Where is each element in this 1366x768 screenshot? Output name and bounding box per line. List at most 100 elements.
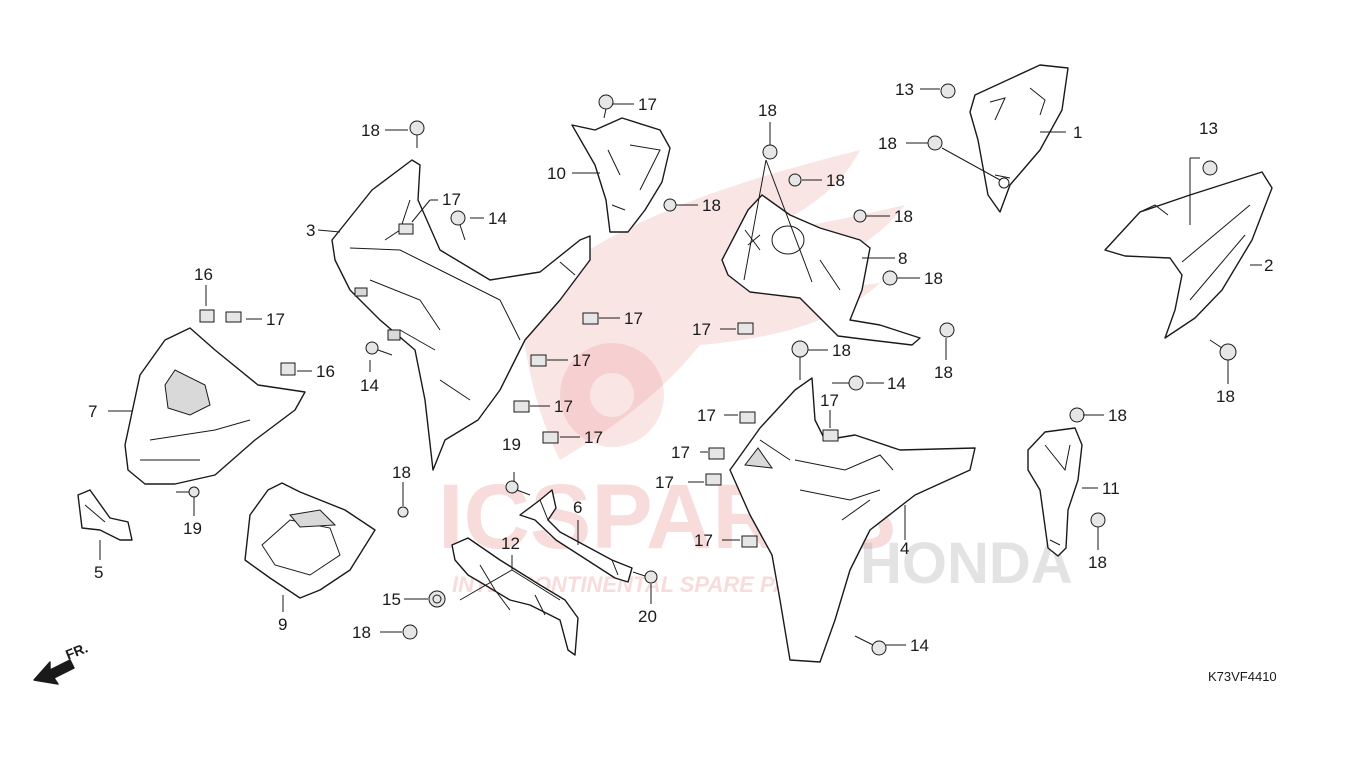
- clip-17-front: [225, 311, 242, 323]
- front-direction-label: FR.: [63, 639, 90, 662]
- callout-20-upper: 19: [502, 435, 521, 454]
- part-11-side-cover: [1027, 427, 1083, 557]
- clip-17-cowl-d: [705, 473, 722, 486]
- clip-17-mid-c: [513, 400, 530, 413]
- watermark-brand: HONDA: [860, 531, 1073, 596]
- bolt-18-bracket-side: [663, 198, 677, 212]
- callout-14-cowl-lower: 14: [910, 636, 929, 655]
- part-12-lower-bracket: [451, 537, 579, 656]
- clip-17-cowl-e: [741, 535, 758, 548]
- bolt-18-panel-d: [882, 270, 898, 286]
- callout-17-cowl-e: 17: [694, 531, 713, 550]
- callout-18-panel-b: 18: [826, 171, 845, 190]
- front-direction-arrow: FR.: [33, 639, 90, 685]
- screw-14-upper: [450, 210, 466, 241]
- callout-18-panel-d: 18: [924, 269, 943, 288]
- clip-16-upper: [199, 309, 215, 323]
- callout-18-bracket-top: 17: [638, 95, 657, 114]
- watermark-gear: [560, 343, 664, 447]
- callout-17-mid-d: 17: [584, 428, 603, 447]
- clip-17-mid-a: [582, 312, 599, 325]
- callout-1: 1: [1073, 123, 1082, 142]
- callout-18-cover1: 18: [878, 134, 897, 153]
- bolt-18-top-left: [409, 120, 425, 148]
- bolt-18-panel-b: [788, 173, 802, 187]
- callout-7: 7: [88, 402, 97, 421]
- part-5-garnish: [77, 489, 133, 541]
- callout-18-panel-e: 18: [934, 363, 953, 382]
- fasteners: [176, 83, 1237, 656]
- callout-20-lower: 20: [638, 607, 657, 626]
- callout-18-panel-a: 18: [758, 101, 777, 120]
- callout-14-cowl: 14: [887, 374, 906, 393]
- callout-17-cowl-c: 17: [671, 443, 690, 462]
- callout-10: 10: [547, 164, 566, 183]
- clip-17-mid-d: [542, 431, 559, 444]
- callout-4: 4: [900, 539, 909, 558]
- screw-14-cowl: [832, 375, 864, 391]
- screw-20-upper: [505, 480, 531, 496]
- bolt-18-side-cover: [1209, 339, 1237, 361]
- clip-17-cowl-b: [822, 429, 839, 442]
- callout-18-cowl-top: 18: [832, 341, 851, 360]
- callout-15: 15: [382, 590, 401, 609]
- part-3-middle-cowl: [331, 159, 591, 471]
- bolt-18-panel-c: [853, 209, 867, 223]
- callout-19-front: 19: [183, 519, 202, 538]
- callout-8: 8: [898, 249, 907, 268]
- callout-19-lower: 18: [392, 463, 411, 482]
- bolt-18-lower: [402, 624, 418, 640]
- screw-19-lower: [397, 506, 409, 518]
- part-7-front-cover: [124, 327, 306, 485]
- clip-17-cowl-c: [708, 447, 725, 460]
- screw-20-lower: [632, 570, 658, 584]
- callout-18-side-cover: 18: [1216, 387, 1235, 406]
- clip-17-panel: [737, 322, 754, 335]
- part-4-under-cowl: [729, 377, 976, 663]
- callout-18-bracket-side: 18: [702, 196, 721, 215]
- callout-17-mid-a: 17: [624, 309, 643, 328]
- callout-2: 2: [1264, 256, 1273, 275]
- callout-17-mid-c: 17: [554, 397, 573, 416]
- diagram-code: K73VF4410: [1208, 669, 1277, 684]
- screw-19-front: [176, 486, 200, 498]
- bolt-18-cover11-bottom: [1090, 512, 1106, 528]
- bolt-18-cover11-top: [1069, 407, 1085, 423]
- callout-9: 9: [278, 615, 287, 634]
- callout-16-upper: 16: [194, 265, 213, 284]
- part-10-bracket: [571, 117, 671, 233]
- clip-17-mid-b: [530, 354, 547, 367]
- callout-17-cowl-a: 17: [697, 406, 716, 425]
- callout-13-right: 13: [1199, 119, 1218, 138]
- callout-18-cover11-bottom: 18: [1088, 553, 1107, 572]
- callout-18-top-left: 18: [361, 121, 380, 140]
- callout-18-panel-c: 18: [894, 207, 913, 226]
- bolt-15: [428, 590, 446, 608]
- bolt-18-cowl-top: [791, 340, 809, 380]
- callout-labels: 1 2 3 4 5 6 7 8 9 10 11 12 13 13 14 14 1…: [88, 80, 1273, 655]
- callout-14-upper: 14: [488, 209, 507, 228]
- callout-17-upper-left: 17: [442, 190, 461, 209]
- part-1-inner-cover: [969, 64, 1069, 213]
- callout-6: 6: [573, 498, 582, 517]
- callout-14-left: 14: [360, 376, 379, 395]
- callout-17-cowl-d: 17: [655, 473, 674, 492]
- callout-18-lower: 18: [352, 623, 371, 642]
- callout-11: 11: [1102, 479, 1120, 498]
- part-6-stay: [519, 489, 633, 583]
- clip-17-upper-left: [398, 223, 414, 235]
- bolt-18-bracket-top: [598, 94, 614, 119]
- callout-16-lower: 16: [316, 362, 335, 381]
- callout-3: 3: [306, 221, 315, 240]
- callout-18-cover11-top: 18: [1108, 406, 1127, 425]
- part-2-side-cover: [1104, 171, 1273, 339]
- bolt-18-panel-a: [762, 144, 778, 160]
- bolt-13-right: [1202, 160, 1218, 176]
- callout-17-cowl-b: 17: [820, 391, 839, 410]
- callout-17-panel: 17: [692, 320, 711, 339]
- bolt-18-cover1: [927, 135, 943, 151]
- callout-12: 12: [501, 534, 520, 553]
- part-9-lower-cover: [244, 482, 376, 599]
- screw-14-left: [365, 341, 393, 356]
